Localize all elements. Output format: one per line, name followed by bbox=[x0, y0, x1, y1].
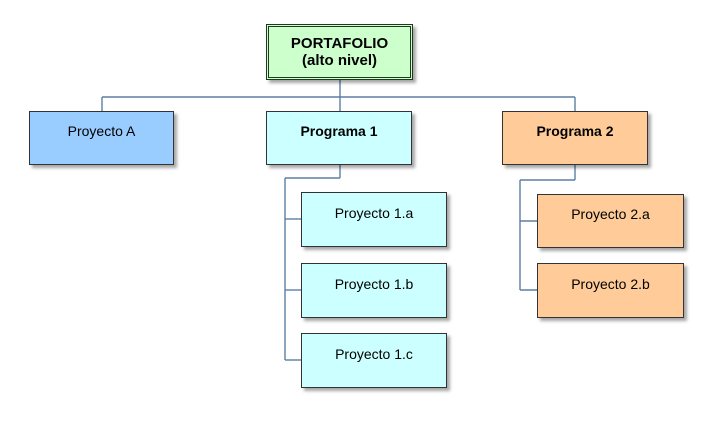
node-programa-2-label: Programa 2 bbox=[536, 123, 614, 139]
node-portafolio-label: PORTAFOLIO (alto nivel) bbox=[290, 35, 389, 69]
node-programa-1: Programa 1 bbox=[266, 111, 412, 165]
node-portafolio: PORTAFOLIO (alto nivel) bbox=[266, 24, 413, 80]
node-programa-2: Programa 2 bbox=[502, 111, 648, 165]
node-proyecto-1c: Proyecto 1.c bbox=[301, 333, 447, 388]
node-proyecto-1a: Proyecto 1.a bbox=[301, 192, 447, 247]
node-proyecto-2b-label: Proyecto 2.b bbox=[571, 275, 650, 292]
node-proyecto-1c-label: Proyecto 1.c bbox=[335, 345, 413, 362]
node-programa-1-label: Programa 1 bbox=[300, 123, 378, 139]
node-proyecto-1b: Proyecto 1.b bbox=[301, 263, 447, 318]
node-proyecto-1b-label: Proyecto 1.b bbox=[334, 275, 414, 292]
node-proyecto-a: Proyecto A bbox=[29, 111, 174, 165]
node-proyecto-2a-label: Proyecto 2.a bbox=[571, 206, 650, 222]
node-proyecto-a-label: Proyecto A bbox=[67, 123, 136, 139]
node-proyecto-2b: Proyecto 2.b bbox=[537, 263, 684, 318]
node-proyecto-2a: Proyecto 2.a bbox=[537, 194, 684, 248]
node-proyecto-1a-label: Proyecto 1.a bbox=[334, 204, 414, 221]
